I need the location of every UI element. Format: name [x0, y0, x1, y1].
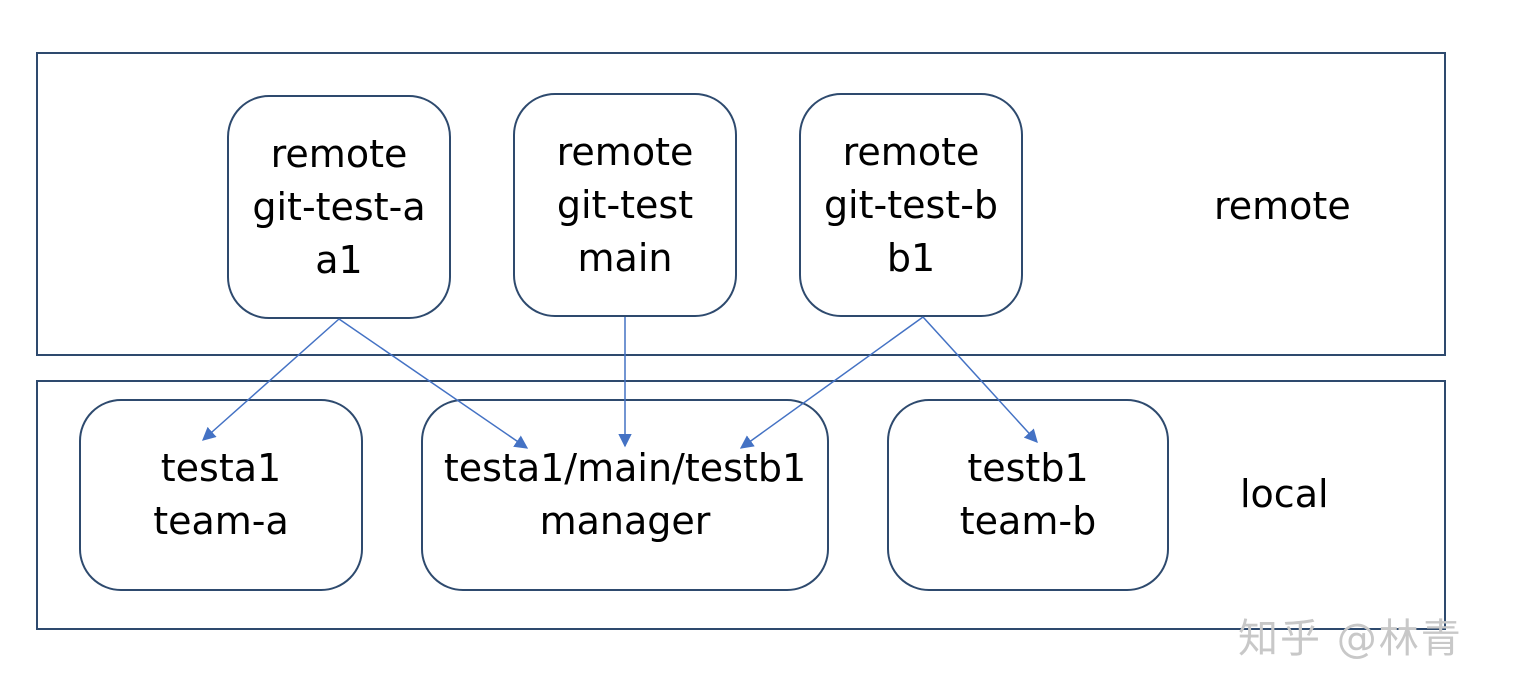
node-line: git-test-b [823, 182, 999, 227]
node-line: remote [842, 129, 980, 174]
remote-git-test-a-node: remote git-test-a a1 [227, 95, 451, 319]
node-line: remote [556, 129, 694, 174]
remote-git-test-b-node: remote git-test-b b1 [799, 93, 1023, 317]
node-line: remote [270, 131, 408, 176]
node-line: testa1/main/testb1 [443, 446, 807, 490]
watermark-text: 知乎 @林青 [1238, 616, 1463, 662]
node-line: b1 [886, 235, 936, 280]
local-group-label: local [1240, 472, 1329, 516]
remote-group-label: remote [1214, 184, 1351, 228]
local-team-b-node: testb1 team-b [887, 399, 1169, 591]
node-line: git-test [556, 182, 694, 227]
node-line: testb1 [967, 446, 1089, 490]
node-line: main [577, 235, 673, 280]
node-line: git-test-a [252, 184, 426, 229]
node-line: team-b [959, 499, 1097, 543]
node-line: a1 [315, 237, 363, 282]
node-line: team-a [153, 499, 289, 543]
local-team-a-node: testa1 team-a [79, 399, 363, 591]
node-line: manager [539, 499, 711, 543]
local-manager-node: testa1/main/testb1 manager [421, 399, 829, 591]
remote-git-test-node: remote git-test main [513, 93, 737, 317]
node-line: testa1 [160, 446, 282, 490]
